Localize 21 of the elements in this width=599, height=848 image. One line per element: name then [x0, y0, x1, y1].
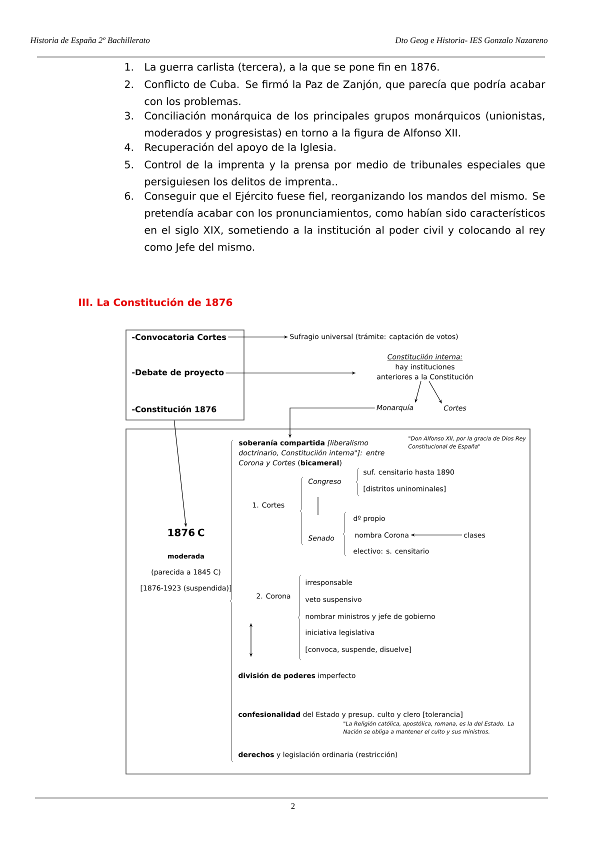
step-text: -Convocatoria Cortes: [132, 334, 226, 340]
page-number: 2: [291, 803, 295, 809]
list-item: Control de la imprenta y la prensa por medio de tribunales especiales que persiguiesen los delitos de imprenta..: [144, 160, 545, 188]
list-number: 2.: [124, 80, 133, 88]
section-title: III. La Constitución de 1876: [79, 298, 232, 306]
outline-box: [126, 330, 244, 420]
list-number: 1.: [125, 63, 133, 71]
list-item: Conseguir que el Ejército fuese fiel, reorganizando los mandos del mismo. Se pretendía acabar con los pronunciamientos, como habían sido característicos en el siglo XIX, sometiendo a la institución al poder civil y colocando al rey como Jefe del mismo.: [144, 192, 545, 253]
list-number: 3.: [124, 112, 133, 120]
step-text: -Debate de proyecto: [132, 369, 224, 377]
list-number: 4.: [124, 143, 133, 151]
list-item: Conflicto de Cuba. Se firmó la Paz de Zanjón, que parecía que podría acabar con los problemas.: [144, 80, 546, 108]
list-number: 5.: [125, 160, 133, 168]
list-item: Conciliación monárquica de los principales grupos monárquicos (unionistas, moderados y progresistas) en torno a la figura de Alfonso XII.: [144, 111, 544, 139]
header-text: Dto Geog e Historia- IES Gonzalo Nazareno: [395, 37, 548, 45]
list-item: La guerra carlista (tercera), a la que se pone fin en 1876.: [145, 62, 439, 73]
list-number: 6.: [124, 192, 133, 200]
header-text: Historia de España 2º Bachillerato: [30, 37, 150, 45]
list-item: Recuperación del apoyo de la Iglesia.: [145, 142, 336, 154]
step-text: -Constitución 1876: [132, 406, 216, 412]
content-box: [126, 428, 530, 774]
